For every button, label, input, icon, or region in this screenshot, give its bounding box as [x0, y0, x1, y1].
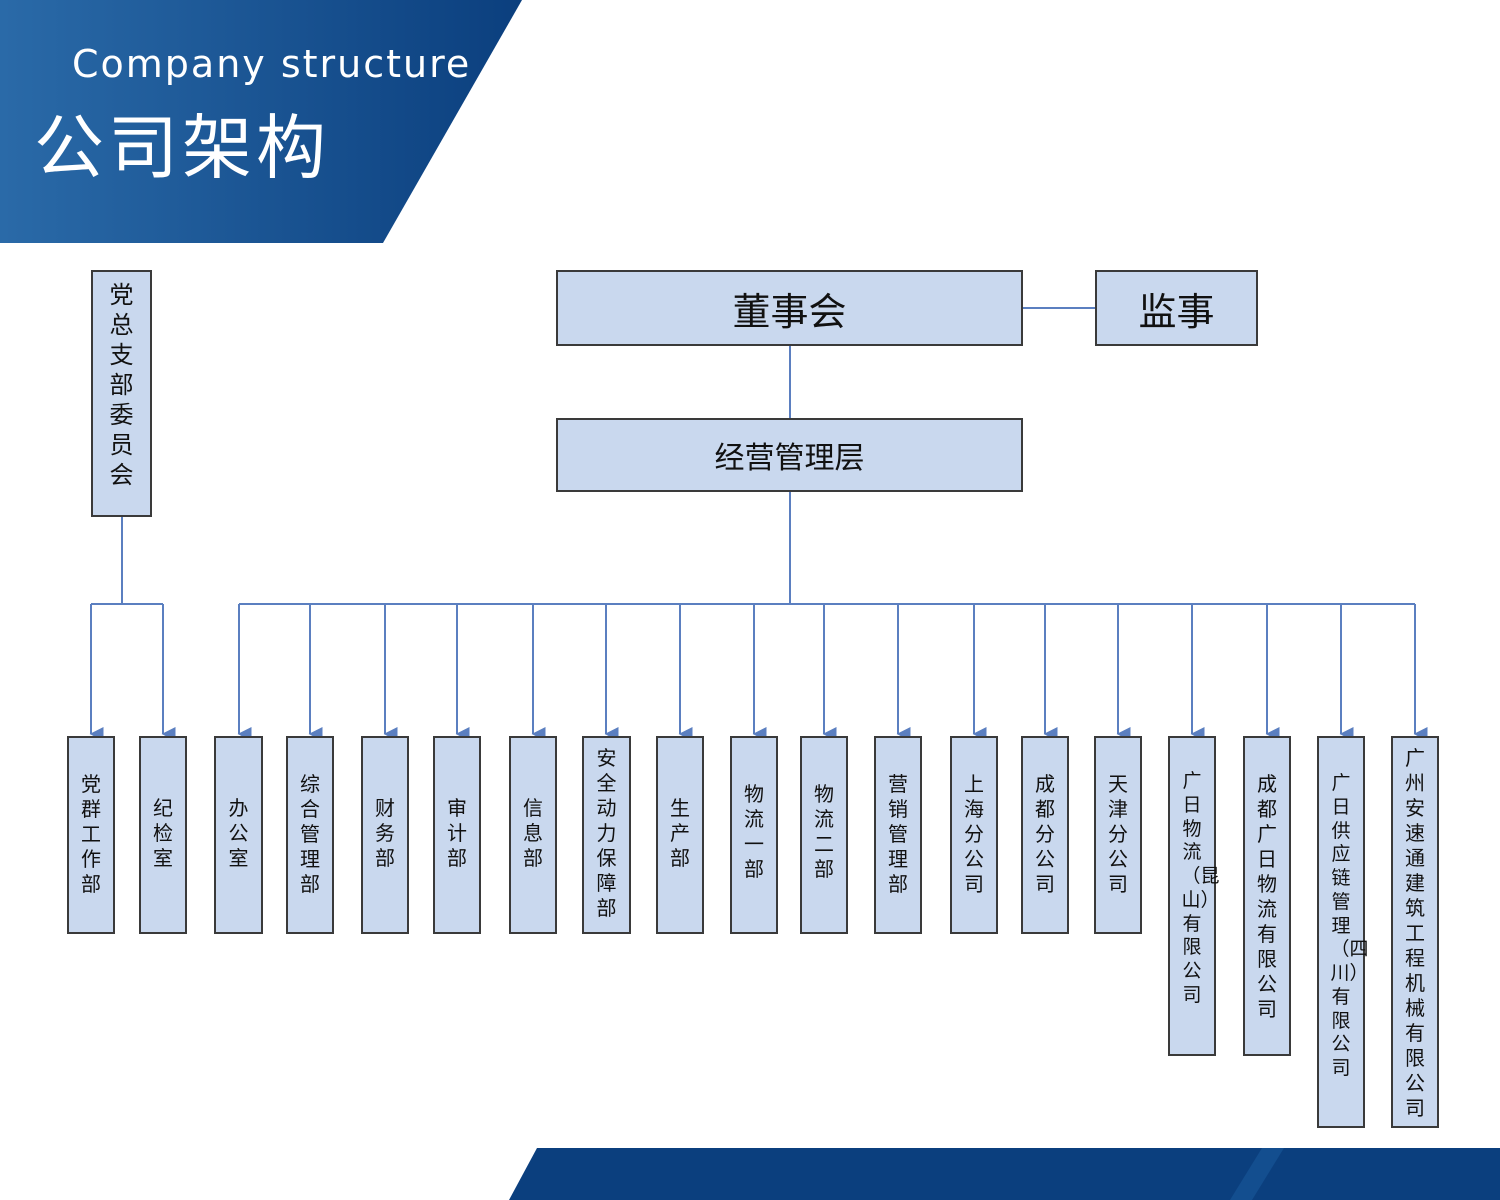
- management-box: 经营管理层: [556, 418, 1023, 492]
- department-label: 上海分公司: [964, 772, 984, 896]
- footer-banner: [509, 1148, 1500, 1200]
- department-box: 综合管理部: [286, 736, 334, 934]
- department-label: 广日供应链管理（四川）有限公司: [1330, 772, 1369, 1079]
- title-english: Company structure: [72, 42, 472, 86]
- department-label: 安全动力保障部: [596, 746, 617, 920]
- supervisor-box: 监事: [1095, 270, 1258, 346]
- board-box: 董事会: [556, 270, 1023, 346]
- department-label: 综合管理部: [300, 772, 320, 896]
- department-label: 营销管理部: [888, 772, 908, 896]
- department-label: 天津分公司: [1108, 772, 1128, 896]
- department-label: 物流二部: [814, 782, 834, 881]
- party-unit-label: 党群工作部: [81, 772, 101, 896]
- department-box: 物流二部: [800, 736, 848, 934]
- party-unit-box: 纪检室: [139, 736, 187, 934]
- department-box: 营销管理部: [874, 736, 922, 934]
- department-label: 物流一部: [744, 782, 764, 881]
- department-box: 财务部: [361, 736, 409, 934]
- party-unit-label: 纪检室: [153, 796, 173, 870]
- title-chinese: 公司架构: [34, 107, 330, 189]
- department-box: 物流一部: [730, 736, 778, 934]
- department-box: 成都分公司: [1021, 736, 1069, 934]
- party-committee-box: 党总支部委员会: [91, 270, 152, 517]
- department-box: 天津分公司: [1094, 736, 1142, 934]
- department-box: 信息部: [509, 736, 557, 934]
- supervisor-label: 监事: [1138, 289, 1215, 334]
- header-banner: [0, 0, 522, 243]
- department-box: 上海分公司: [950, 736, 998, 934]
- department-label: 成都分公司: [1035, 772, 1055, 896]
- department-label: 广日物流（昆山）有限公司: [1181, 770, 1220, 1006]
- department-box: 办公室: [214, 736, 263, 934]
- department-label: 生产部: [670, 796, 690, 870]
- department-box: 审计部: [433, 736, 481, 934]
- department-label: 成都广日物流有限公司: [1257, 772, 1277, 1021]
- department-label: 办公室: [228, 796, 249, 870]
- department-box: 广日供应链管理（四川）有限公司: [1317, 736, 1369, 1128]
- department-label: 广州安速通建筑工程机械有限公司: [1405, 746, 1425, 1120]
- department-box: 安全动力保障部: [582, 736, 631, 934]
- department-label: 信息部: [523, 796, 543, 870]
- department-box: 生产部: [656, 736, 704, 934]
- management-label: 经营管理层: [714, 441, 865, 476]
- department-box: 广日物流（昆山）有限公司: [1168, 736, 1220, 1056]
- department-label: 财务部: [375, 796, 395, 870]
- party-unit-box: 党群工作部: [67, 736, 115, 934]
- department-box: 成都广日物流有限公司: [1243, 736, 1291, 1056]
- party-committee-label: 党总支部委员会: [109, 281, 134, 489]
- department-box: 广州安速通建筑工程机械有限公司: [1391, 736, 1439, 1128]
- board-label: 董事会: [732, 289, 847, 334]
- department-label: 审计部: [447, 796, 467, 870]
